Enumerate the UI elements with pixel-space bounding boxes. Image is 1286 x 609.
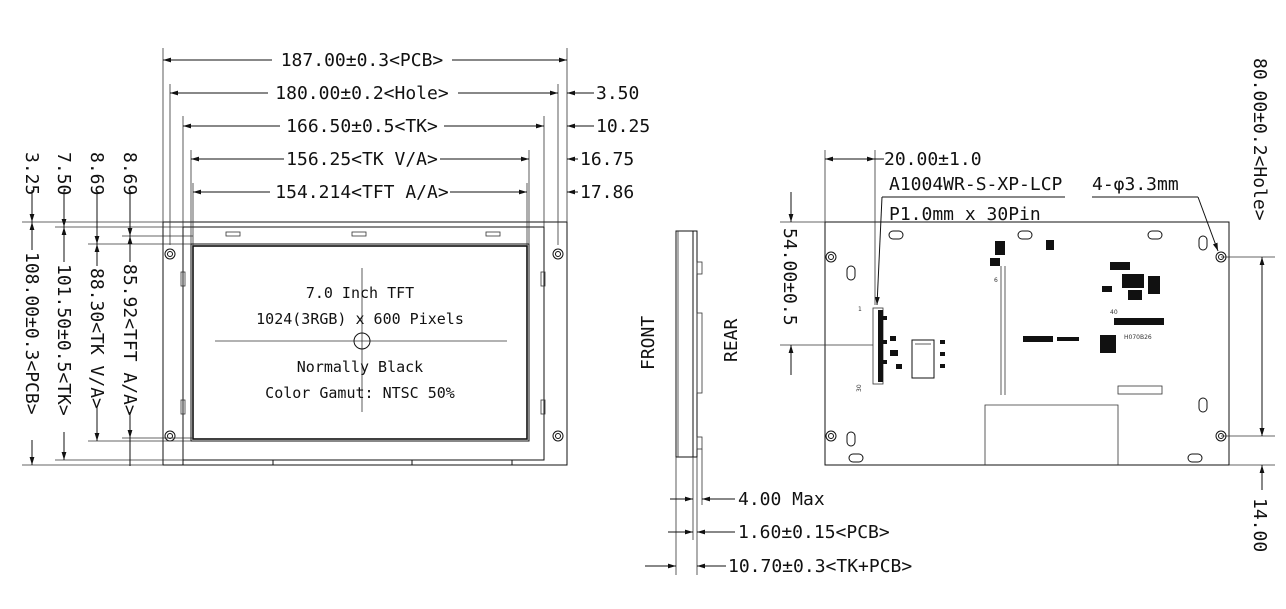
dim-hole-offset-text: 3.50: [596, 83, 639, 104]
mount-hole-icon: [164, 248, 176, 260]
dim-tkva-offset-text: 16.75: [580, 149, 634, 170]
dim-rear-connector-height: 54.00±0.5: [779, 192, 800, 375]
hole-note-text: 4-φ3.3mm: [1092, 174, 1179, 195]
dim-rear-right-text: 80.00±0.2<Hole>: [1249, 58, 1270, 221]
mount-hole-icon: [552, 430, 564, 442]
rear-slot: [846, 431, 856, 447]
rear-fpc-connector: 1 30: [856, 306, 887, 392]
dim-tftaa-height: 8.69 85.92<TFT A/A>: [119, 152, 140, 466]
mount-hole-icon: [825, 251, 837, 263]
side-front-label: FRONT: [638, 316, 659, 370]
dim-tk-width: 166.50±0.5<TK> 10.25: [183, 116, 650, 137]
dim-side-total-text: 10.70±0.3<TK+PCB>: [728, 556, 912, 577]
rear-slot: [1187, 453, 1203, 463]
dim-tkva-width: 156.25<TK V/A> 16.75: [191, 149, 634, 170]
dim-side-total: 10.70±0.3<TK+PCB>: [645, 556, 912, 577]
dim-hole-width: 180.00±0.2<Hole> 3.50: [170, 83, 639, 104]
front-pcb-outline: [162, 221, 568, 466]
side-rear-label: REAR: [721, 318, 742, 362]
dim-rear-top-text: 20.00±1.0: [884, 149, 982, 170]
screen-size-label: 7.0 Inch TFT: [306, 284, 414, 302]
dim-tkva-width-text: 156.25<TK V/A>: [286, 149, 438, 170]
side-pcb: [692, 230, 698, 458]
rear-slot: [888, 230, 904, 240]
dim-side-max-text: 4.00 Max: [738, 489, 825, 510]
rear-slot: [1198, 235, 1208, 251]
dim-rear-left-text: 54.00±0.5: [779, 228, 800, 326]
dim-tk-offset-text: 10.25: [596, 116, 650, 137]
front-bottom-tab: [182, 459, 274, 466]
front-bottom-tab: [411, 459, 513, 466]
mount-hole-icon: [825, 430, 837, 442]
front-tft-aa: [192, 245, 528, 440]
dim-side-max: 4.00 Max: [670, 489, 825, 510]
hole-callout: 4-φ3.3mm: [1092, 174, 1219, 252]
dim-tftaa-offset-text: 17.86: [580, 182, 634, 203]
dim-tftaa-width-text: 154.214<TFT A/A>: [275, 182, 449, 203]
dim-tkva-offset-text: 8.69: [86, 152, 107, 195]
screen-gamut-label: Color Gamut: NTSC 50%: [265, 384, 455, 402]
pin-6-label: 6: [994, 277, 998, 284]
dim-rear-bottom-text: 14.00: [1249, 498, 1270, 552]
dim-tk-height: 7.50 101.50±0.5<TK>: [53, 152, 74, 460]
dim-tk-offset-text: 7.50: [53, 152, 74, 195]
dim-pcb-height: 3.25 108.00±0.3<PCB>: [21, 152, 42, 465]
dim-tk-height-text: 101.50±0.5<TK>: [53, 264, 74, 416]
dim-pcb-width: 187.00±0.3<PCB>: [163, 50, 567, 71]
dim-tkva-height: 8.69 88.30<TK V/A>: [86, 152, 107, 441]
rear-slot: [1198, 397, 1208, 413]
pin-40-label: 40: [1110, 309, 1118, 316]
connector-callout: A1004WR-S-XP-LCP P1.0mm x 30Pin: [874, 174, 1065, 306]
chip-label: H070B26: [1124, 334, 1152, 341]
front-tk-va: [190, 243, 530, 442]
dim-pcb-offset-text: 3.25: [21, 152, 42, 195]
screen-mode-label: Normally Black: [297, 358, 423, 376]
pin-30-label: 30: [856, 384, 863, 392]
dim-pcb-width-text: 187.00±0.3<PCB>: [281, 50, 444, 71]
rear-fpc-tab: [1117, 385, 1163, 395]
dim-tk-width-text: 166.50±0.5<TK>: [286, 116, 438, 137]
rear-fpc-area: [984, 404, 1119, 465]
dim-side-pcb: 1.60±0.15<PCB>: [668, 522, 890, 543]
dim-rear-hole-bottom: 14.00: [1249, 420, 1270, 552]
mount-hole-icon: [552, 248, 564, 260]
rear-slot: [1147, 230, 1163, 240]
side-view: FRONT REAR 4.00 Max 1.60±0.15<PCB> 10.70…: [638, 230, 912, 577]
dim-tftaa-offset-text: 8.69: [119, 152, 140, 195]
screen-resolution-label: 1024(3RGB) x 600 Pixels: [256, 310, 464, 328]
pin-1-label: 1: [858, 306, 862, 313]
rear-components: 40 6 H070B26: [890, 240, 1164, 395]
dim-tftaa-height-text: 85.92<TFT A/A>: [119, 264, 140, 416]
front-view: 7.0 Inch TFT 1024(3RGB) x 600 Pixels Nor…: [21, 48, 650, 466]
rear-slot: [846, 265, 856, 281]
front-tk-outline: [182, 226, 545, 461]
connector-part-text: A1004WR-S-XP-LCP: [889, 174, 1063, 195]
dim-tftaa-width: 154.214<TFT A/A> 17.86: [193, 182, 634, 203]
dim-side-pcb-text: 1.60±0.15<PCB>: [738, 522, 890, 543]
rear-pcb-outline: [824, 221, 1230, 466]
dim-tkva-height-text: 88.30<TK V/A>: [86, 268, 107, 409]
connector-pitch-text: P1.0mm x 30Pin: [889, 204, 1041, 225]
mount-hole-icon: [164, 430, 176, 442]
center-mark-icon: [353, 332, 371, 350]
side-tk-body: [675, 230, 694, 458]
rear-view: 1 30 40 6: [779, 58, 1275, 552]
dim-pcb-height-text: 108.00±0.3<PCB>: [21, 252, 42, 415]
rear-slot: [848, 453, 864, 463]
dim-rear-hole-height: 80.00±0.2<Hole>: [1249, 58, 1270, 436]
dim-hole-width-text: 180.00±0.2<Hole>: [275, 83, 449, 104]
dim-rear-connector-offset: 20.00±1.0: [825, 149, 982, 170]
rear-slot: [1017, 230, 1033, 240]
